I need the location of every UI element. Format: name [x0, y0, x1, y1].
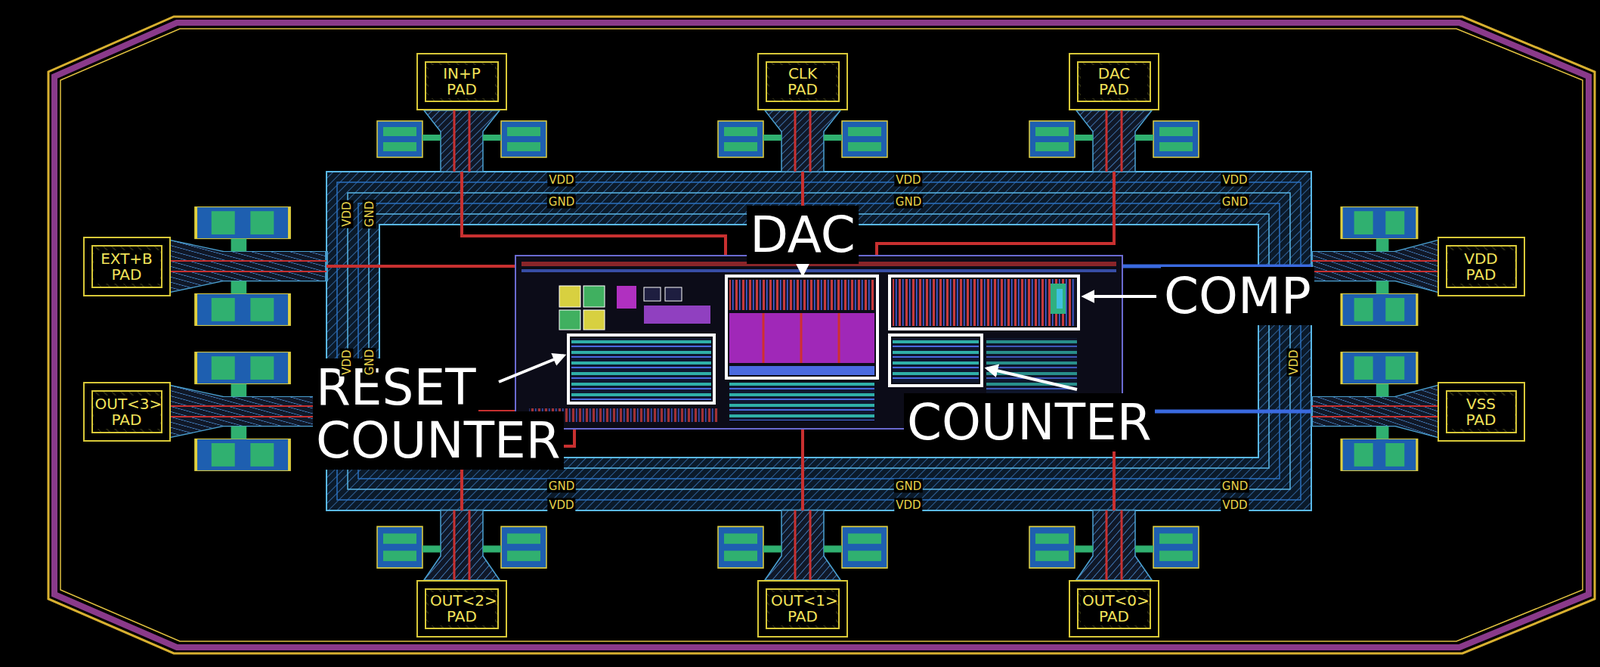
block-annotation: RESET COUNTER — [312, 361, 585, 468]
net-name: GND — [547, 194, 576, 209]
net-name: VDD — [1220, 173, 1249, 187]
net-name: VDD — [1220, 498, 1249, 512]
rail-label: GND — [547, 480, 576, 493]
net-name: GND — [894, 194, 923, 209]
block-annotation: COUNTER — [903, 396, 1155, 449]
bond-pad: EXT+B PAD — [83, 236, 171, 297]
rail-label: VDD — [547, 499, 576, 511]
pad-name: OUT<0> PAD — [1080, 591, 1148, 626]
rail-label: VDD — [1288, 347, 1300, 376]
net-name: GND — [1220, 194, 1250, 209]
net-name: VDD — [1287, 347, 1301, 376]
pad-name: EXT+B PAD — [93, 250, 161, 284]
bond-pad: VDD PAD — [1437, 236, 1526, 297]
block-name: COMP — [1160, 266, 1315, 325]
block-annotation: DAC — [746, 208, 859, 262]
rail-label: GND — [547, 196, 576, 208]
net-name: GND — [362, 199, 377, 229]
bond-pad: OUT<0> PAD — [1068, 579, 1160, 638]
net-name: VDD — [894, 173, 923, 187]
rail-label: VDD — [341, 347, 353, 376]
bond-pad: VSS PAD — [1437, 381, 1526, 442]
rail-label: GND — [894, 480, 923, 493]
pad-name: VDD PAD — [1448, 250, 1515, 284]
pad-name: VSS PAD — [1448, 395, 1515, 429]
bond-pad: OUT<2> PAD — [416, 579, 508, 638]
rail-label: VDD — [341, 199, 353, 228]
net-name: GND — [1220, 479, 1250, 493]
rail-label: GND — [1220, 480, 1250, 493]
net-name: GND — [894, 479, 923, 493]
pad-name: IN+P PAD — [428, 64, 496, 99]
block-name: COUNTER — [903, 393, 1155, 452]
net-name: VDD — [547, 173, 576, 187]
pad-name: DAC PAD — [1080, 64, 1148, 99]
rail-label: VDD — [547, 174, 576, 186]
rail-label: VDD — [1220, 174, 1249, 186]
net-name: VDD — [547, 498, 576, 512]
block-annotation: COMP — [1160, 269, 1315, 323]
bond-pad: OUT<1> PAD — [757, 579, 848, 638]
rail-label: VDD — [1220, 499, 1249, 511]
pad-name: OUT<2> PAD — [428, 591, 496, 626]
block-name: DAC — [746, 205, 859, 264]
pad-name: OUT<3> PAD — [93, 395, 161, 429]
rail-label: GND — [364, 199, 376, 229]
rail-label: GND — [1220, 196, 1250, 208]
bond-pad: DAC PAD — [1068, 52, 1160, 111]
net-name: GND — [547, 479, 576, 493]
rail-label: GND — [364, 347, 376, 377]
bond-pad: IN+P PAD — [416, 52, 508, 111]
rail-label: GND — [894, 196, 923, 208]
pad-name: OUT<1> PAD — [769, 591, 836, 626]
net-name: GND — [362, 347, 377, 377]
net-name: VDD — [340, 347, 354, 376]
rail-label: VDD — [894, 499, 923, 511]
pad-name: CLK PAD — [769, 64, 836, 99]
rail-label: VDD — [894, 174, 923, 186]
net-name: VDD — [340, 199, 354, 228]
bond-pad: CLK PAD — [757, 52, 848, 111]
bond-pad: OUT<3> PAD — [83, 381, 171, 442]
net-name: VDD — [894, 498, 923, 512]
